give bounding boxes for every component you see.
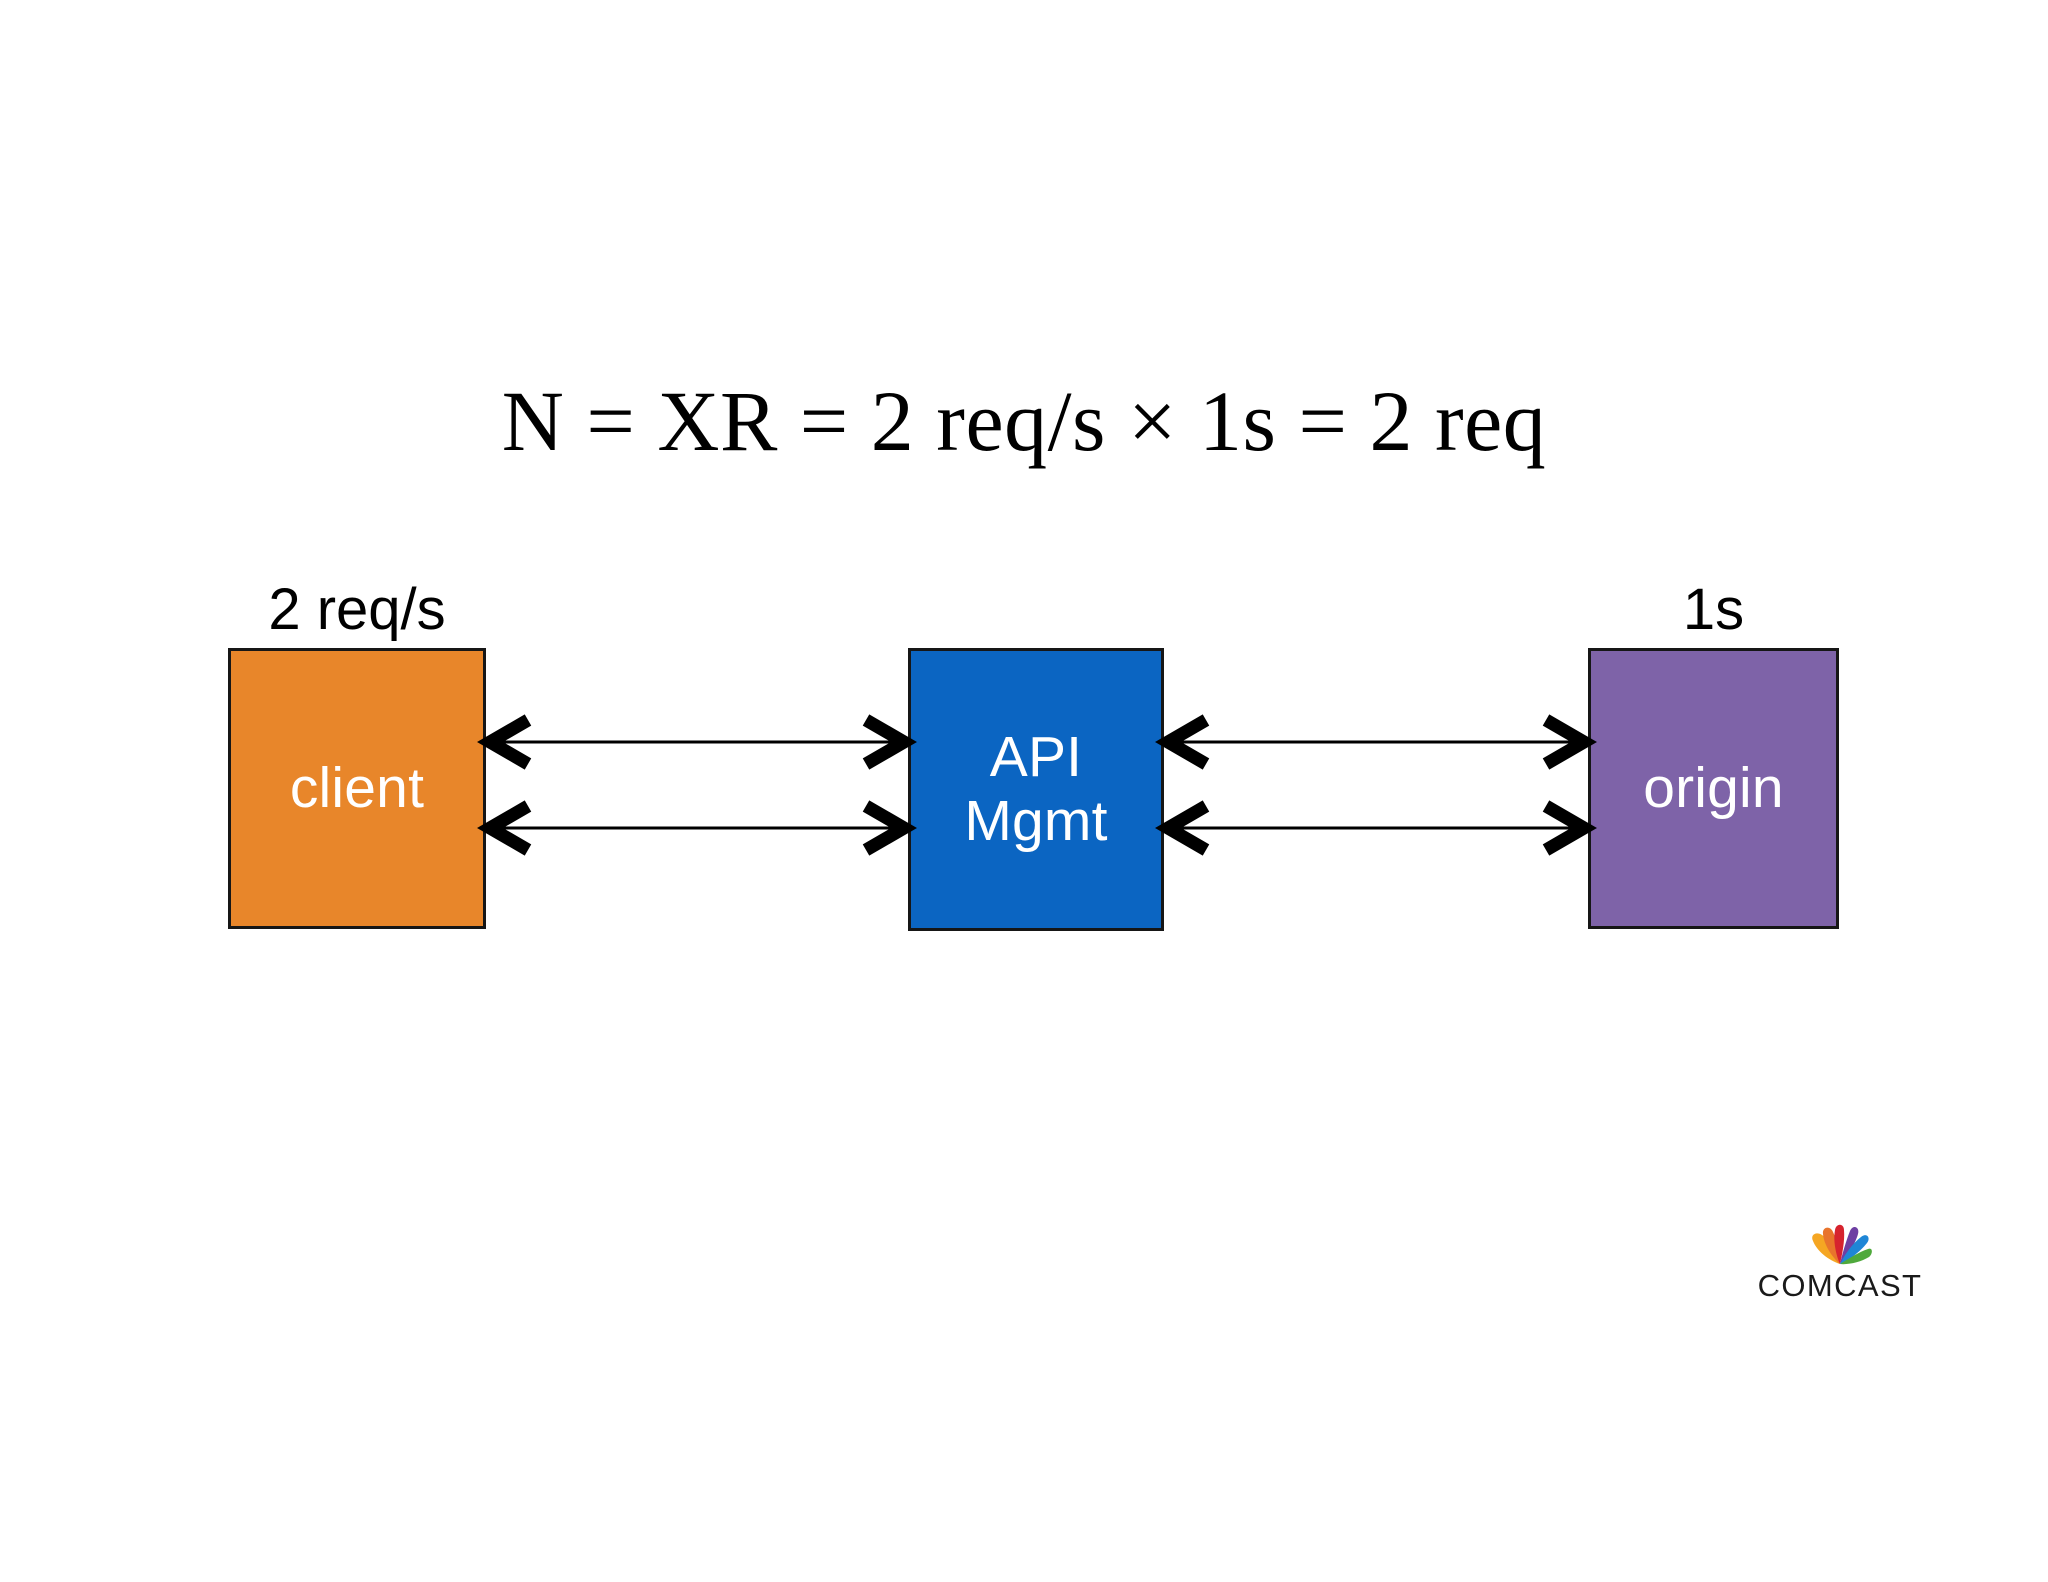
comcast-logo: COMCAST bbox=[1745, 1218, 1935, 1314]
client-rate-annotation: 2 req/s bbox=[268, 577, 446, 642]
node-origin[interactable]: origin bbox=[1588, 648, 1839, 929]
connector-client-api-bottom bbox=[477, 800, 917, 856]
node-api-mgmt-label-line2: Mgmt bbox=[964, 788, 1108, 853]
node-api-mgmt[interactable]: API Mgmt bbox=[908, 648, 1164, 931]
node-client[interactable]: client bbox=[228, 648, 486, 929]
comcast-wordmark: COMCAST bbox=[1757, 1268, 1923, 1303]
connector-api-origin-top bbox=[1155, 714, 1597, 770]
littles-law-formula: N = XR = 2 req/s × 1s = 2 req bbox=[501, 373, 1547, 469]
origin-latency-annotation: 1s bbox=[1682, 577, 1745, 642]
connector-client-api-top bbox=[477, 714, 917, 770]
node-client-label: client bbox=[289, 755, 425, 820]
node-api-mgmt-label-stack: API Mgmt bbox=[964, 724, 1108, 854]
connector-api-origin-bottom bbox=[1155, 800, 1597, 856]
node-origin-label: origin bbox=[1643, 755, 1784, 820]
node-api-mgmt-label-line1: API bbox=[989, 724, 1083, 789]
nbc-peacock-icon bbox=[1812, 1224, 1872, 1265]
